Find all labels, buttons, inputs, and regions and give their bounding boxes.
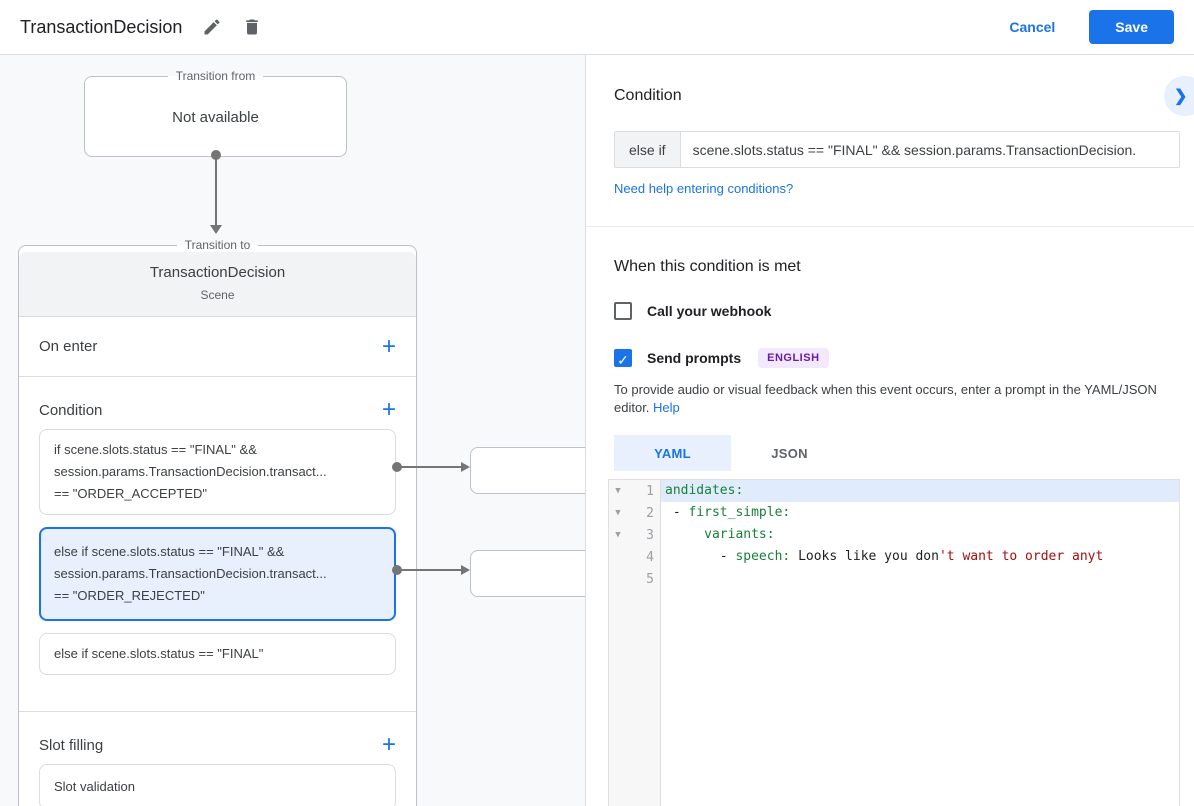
connector-dot <box>392 462 402 472</box>
add-condition-button[interactable]: + <box>381 396 396 423</box>
condition-card-accepted[interactable]: if scene.slots.status == "FINAL" && sess… <box>39 429 396 515</box>
code-token: - <box>665 549 736 564</box>
editor-gutter: ▼ 1 <box>609 480 661 502</box>
code-token: andidates: <box>665 483 744 498</box>
condition-label-row: Condition + <box>19 391 416 429</box>
code-token: first_simple: <box>688 505 791 520</box>
condition-input-group: else if <box>614 131 1180 168</box>
condition-section-label: Condition <box>39 401 103 419</box>
editor-line: ▼ 1 andidates: <box>609 480 1179 502</box>
send-prompts-label: Send prompts <box>647 350 742 366</box>
cancel-button[interactable]: Cancel <box>1009 19 1056 35</box>
condition-card-final[interactable]: else if scene.slots.status == "FINAL" <box>39 633 396 675</box>
transition-to-box: Transition to TransactionDecision Scene … <box>18 238 417 806</box>
arrow-right-icon <box>461 462 470 472</box>
line-number: 1 <box>646 483 654 499</box>
editor-line: ▼ 3 variants: <box>609 524 1179 546</box>
condition-expression-input[interactable] <box>680 132 1179 167</box>
fold-arrow-icon[interactable]: ▼ <box>615 486 621 496</box>
slot-filling-label-row: Slot filling + <box>19 726 416 764</box>
fold-arrow-icon[interactable]: ▼ <box>615 508 621 518</box>
prompts-description: To provide audio or visual feedback when… <box>614 381 1180 417</box>
send-prompts-checkbox[interactable]: ✓ <box>614 349 632 368</box>
delete-icon[interactable] <box>242 17 262 37</box>
scene-header[interactable]: TransactionDecision Scene <box>19 252 416 317</box>
section-divider <box>586 226 1194 227</box>
line-number: 5 <box>646 571 654 587</box>
arrow-down-icon <box>210 225 222 234</box>
connector-line <box>401 569 461 571</box>
line-number: 4 <box>646 549 654 565</box>
page-title: TransactionDecision <box>20 16 183 37</box>
editor-gutter: 5 <box>609 568 661 590</box>
editor-gutter: 4 <box>609 546 661 568</box>
editor-gutter <box>609 590 661 806</box>
on-enter-label: On enter <box>39 338 98 355</box>
code-line[interactable] <box>661 568 1179 590</box>
editor-gutter: ▼ 3 <box>609 524 661 546</box>
code-token: variants: <box>704 527 775 542</box>
condition-detail-panel: ❯ Condition else if Need help entering c… <box>585 55 1194 806</box>
on-enter-row: On enter + <box>19 317 416 377</box>
scene-subtitle: Scene <box>200 288 235 302</box>
scene-flow-canvas: Transition from Not available Transition… <box>0 55 585 806</box>
top-bar: TransactionDecision Cancel Save <box>0 0 1194 55</box>
arrow-right-icon <box>461 565 470 575</box>
editor-tabs: YAML JSON <box>614 435 1180 471</box>
slot-validation-card[interactable]: Slot validation <box>39 764 396 806</box>
slot-filling-section: Slot filling + Slot validation <box>19 711 416 806</box>
code-line[interactable] <box>661 590 1179 806</box>
send-prompts-row: ✓ Send prompts ENGLISH <box>614 348 1180 368</box>
next-scene-box[interactable] <box>470 447 585 494</box>
code-token: - <box>665 505 689 520</box>
code-token: Looks like you don <box>790 549 939 564</box>
tab-json[interactable]: JSON <box>771 445 808 461</box>
transition-from-box: Transition from Not available <box>84 69 347 157</box>
code-line[interactable]: - speech: Looks like you don't want to o… <box>661 546 1179 568</box>
language-badge: ENGLISH <box>758 348 829 368</box>
transition-from-value: Not available <box>172 109 259 126</box>
connector-line <box>401 466 461 468</box>
when-condition-heading: When this condition is met <box>614 258 801 275</box>
condition-heading: Condition <box>614 87 682 104</box>
code-line[interactable]: andidates: <box>661 480 1179 502</box>
editor-line: 4 - speech: Looks like you don't want to… <box>609 546 1179 568</box>
editor-line: 5 <box>609 568 1179 590</box>
prompts-help-link[interactable]: Help <box>653 400 680 415</box>
save-button[interactable]: Save <box>1089 10 1174 44</box>
prompts-description-text: To provide audio or visual feedback when… <box>614 382 1157 415</box>
editor-gutter: ▼ 2 <box>609 502 661 524</box>
transition-from-legend: Transition from <box>175 69 256 83</box>
connector-dot <box>392 565 402 575</box>
add-slot-button[interactable]: + <box>381 731 396 758</box>
scene-title: TransactionDecision <box>149 264 286 281</box>
connector-line <box>215 155 217 225</box>
next-scene-box[interactable] <box>470 550 585 597</box>
add-on-enter-button[interactable]: + <box>381 332 396 360</box>
editor-line: ▼ 2 - first_simple: <box>609 502 1179 524</box>
code-token <box>665 527 704 542</box>
fold-arrow-icon[interactable]: ▼ <box>615 530 621 540</box>
slot-filling-label: Slot filling <box>39 736 104 754</box>
transition-to-legend: Transition to <box>184 238 251 252</box>
line-number: 3 <box>646 527 654 543</box>
line-number: 2 <box>646 505 654 521</box>
code-token: 't want to order anyt <box>938 549 1104 564</box>
condition-section: Condition + if scene.slots.status == "FI… <box>19 377 416 711</box>
yaml-code-editor: ▼ 1 andidates: ▼ 2 - first_simple: ▼ 3 v… <box>608 479 1180 806</box>
condition-card-rejected[interactable]: else if scene.slots.status == "FINAL" &&… <box>39 527 396 621</box>
code-line[interactable]: - first_simple: <box>661 502 1179 524</box>
call-webhook-label: Call your webhook <box>647 303 772 319</box>
collapse-panel-button[interactable]: ❯ <box>1164 76 1194 116</box>
webhook-row: Call your webhook <box>614 302 1180 320</box>
condition-operator-label: else if <box>615 132 681 167</box>
code-line[interactable]: variants: <box>661 524 1179 546</box>
tab-yaml[interactable]: YAML <box>614 435 731 471</box>
call-webhook-checkbox[interactable] <box>614 302 632 320</box>
code-token: speech: <box>735 549 791 564</box>
editor-line <box>609 590 1179 806</box>
condition-help-link[interactable]: Need help entering conditions? <box>614 181 794 196</box>
edit-icon[interactable] <box>202 17 222 37</box>
